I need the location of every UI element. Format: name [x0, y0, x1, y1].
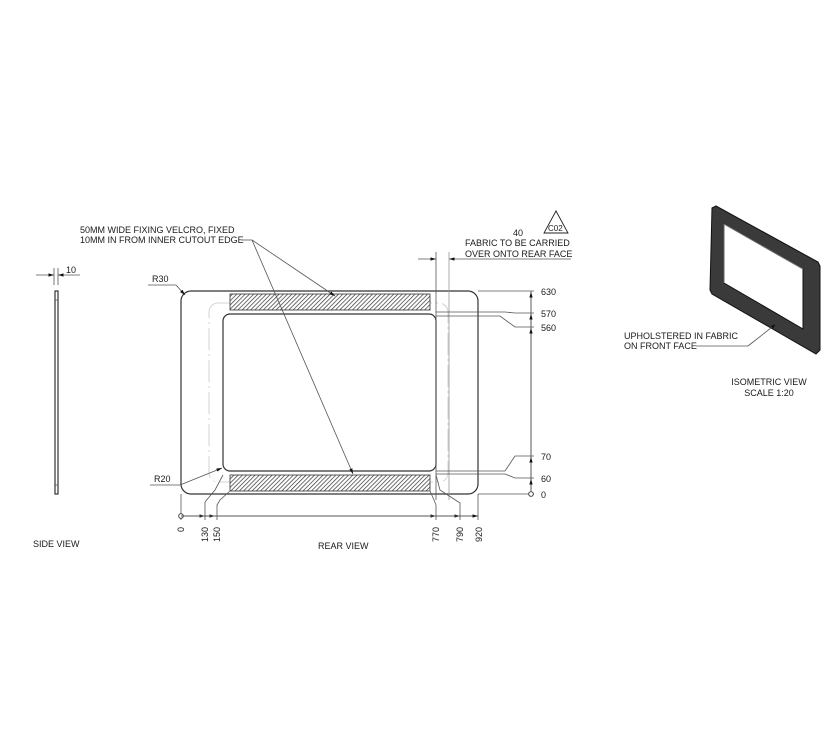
iso-view-scale: SCALE 1:20 [744, 388, 794, 398]
hdim-150: 150 [212, 527, 222, 542]
velcro-strip-top [229, 293, 431, 311]
hdim-0: 0 [176, 527, 186, 532]
rear-view: 50MM WIDE FIXING VELCRO, FIXED 10MM IN F… [80, 210, 572, 551]
iso-note-line1: UPHOLSTERED IN FABRIC [624, 331, 739, 341]
revision-tag: C02 [548, 224, 563, 233]
side-thickness-label: 10 [66, 265, 76, 275]
fabric-wrap-line [208, 302, 449, 483]
fabric-note-line2: OVER ONTO REAR FACE [465, 249, 572, 259]
horizontal-dims: 0 130 150 770 790 920 [176, 527, 484, 542]
fabric-wrap-dim: 40 [513, 228, 523, 238]
revision-triangle-icon [543, 210, 569, 234]
vdim-570: 570 [541, 309, 556, 319]
iso-note-leader [747, 323, 777, 347]
outer-radius-leader [175, 284, 186, 296]
vdim-70: 70 [541, 452, 551, 462]
isometric-view: UPHOLSTERED IN FABRIC ON FRONT FACE ISOM… [624, 205, 821, 398]
origin-marker-y [528, 491, 534, 497]
hdim-790: 790 [455, 527, 465, 542]
inner-radius-leader [179, 467, 223, 486]
inner-cutout-outline [222, 313, 437, 472]
velcro-leader-top [251, 239, 336, 297]
outer-radius-label: R30 [152, 274, 169, 284]
vdim-630: 630 [541, 287, 556, 297]
vdim-60: 60 [541, 474, 551, 484]
inner-radius-label: R20 [154, 474, 171, 484]
iso-note-line2: ON FRONT FACE [624, 341, 697, 351]
fabric-note-line1: FABRIC TO BE CARRIED [465, 238, 570, 248]
velcro-note-line1: 50MM WIDE FIXING VELCRO, FIXED [80, 225, 235, 235]
side-panel-outline [54, 290, 59, 495]
hdim-130: 130 [200, 527, 210, 542]
hdim-770: 770 [431, 527, 441, 542]
vdim-560: 560 [541, 323, 556, 333]
outer-panel-outline [180, 290, 479, 495]
velcro-leader-bottom [251, 239, 354, 475]
side-view: 10 SIDE VIEW [33, 265, 80, 549]
side-view-title: SIDE VIEW [33, 539, 80, 549]
iso-view-title: ISOMETRIC VIEW [731, 377, 807, 387]
vdim-0: 0 [541, 490, 546, 500]
velcro-note-line2: 10MM IN FROM INNER CUTOUT EDGE [80, 235, 244, 245]
rear-view-title: REAR VIEW [318, 541, 369, 551]
velcro-strip-bottom [229, 474, 431, 492]
hdim-920: 920 [474, 527, 484, 542]
